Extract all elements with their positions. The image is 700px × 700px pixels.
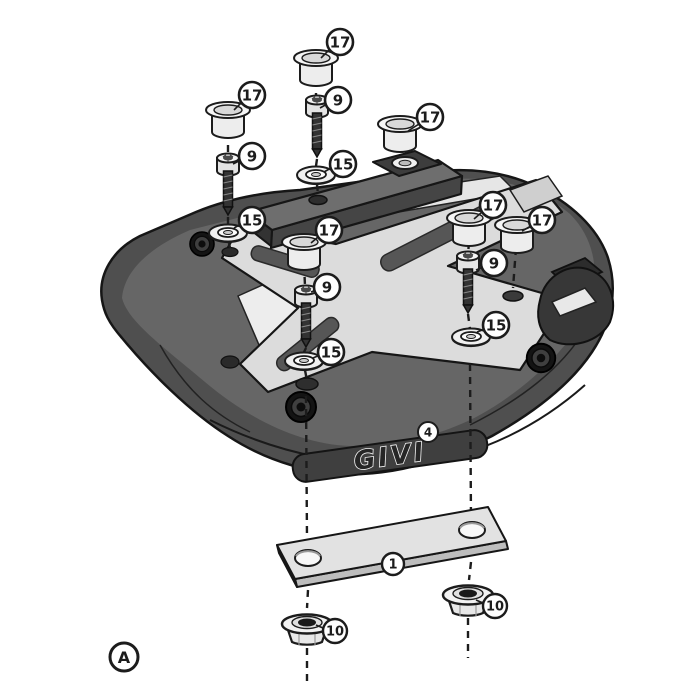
cover-cap (205, 101, 251, 139)
callout-label-15: 15 (321, 343, 342, 361)
callout-15: 15 (476, 310, 511, 340)
plate-hole-left (221, 246, 239, 258)
callout-17: 17 (521, 205, 557, 235)
callout-17: 17 (320, 27, 355, 59)
callout-10: 10 (475, 592, 509, 620)
callout-9: 9 (475, 248, 509, 278)
callout-17: 17 (233, 80, 267, 111)
callout-label-10: 10 (326, 625, 344, 640)
cover-cap (377, 115, 423, 153)
callout-label-15: 15 (242, 211, 263, 229)
backing-bar-hole-right-shadow (459, 522, 485, 529)
callout-A: A (108, 641, 140, 673)
callout-9: 9 (310, 272, 342, 302)
callout-9: 9 (319, 85, 353, 115)
callout-15: 15 (233, 205, 267, 235)
callout-15: 15 (312, 337, 346, 367)
callout-label-15: 15 (333, 155, 354, 173)
callout-label-17: 17 (483, 196, 504, 214)
backing-bar-hole-left-shadow (295, 550, 321, 557)
callout-15: 15 (323, 149, 358, 179)
callout-label-4: 4 (424, 425, 432, 439)
callout-label-15: 15 (486, 316, 507, 334)
plate-hole-small (220, 355, 240, 369)
callout-label-A: A (118, 648, 131, 667)
cross-hole-east (502, 290, 524, 302)
callout-label-17: 17 (532, 211, 553, 229)
cross-tip-pad (508, 175, 564, 213)
callout-9: 9 (232, 141, 267, 171)
plate-hole-center (295, 377, 319, 391)
backing-bar-hole-left (294, 549, 322, 567)
callout-label-9: 9 (333, 91, 343, 109)
bumper-bottom-center (285, 391, 317, 423)
callout-1: 1 (380, 551, 406, 577)
bumper-right (525, 342, 557, 374)
callout-label-9: 9 (322, 278, 332, 296)
callout-label-17: 17 (420, 108, 441, 126)
backing-bar-top (276, 506, 507, 580)
callout-label-1: 1 (388, 558, 397, 573)
callout-layer: 17 9 17 9 17 15 15 17 17 17 9 9 15 15 4 1 10 10A (108, 27, 557, 673)
callout-label-9: 9 (489, 254, 499, 272)
cover-cap (293, 49, 339, 87)
callout-label-17: 17 (330, 33, 351, 51)
callout-label-9: 9 (247, 147, 257, 165)
backing-bar-hole-right (458, 521, 486, 539)
callout-10: 10 (315, 617, 349, 645)
callout-4: 4 (417, 421, 439, 443)
callout-17: 17 (310, 215, 344, 245)
plate-seam-left (159, 344, 251, 433)
callout-label-10: 10 (486, 600, 504, 615)
callout-17: 17 (407, 102, 445, 132)
rail-screw-hole (308, 194, 328, 206)
callout-label-17: 17 (242, 86, 263, 104)
rail-boss-hole (398, 159, 412, 167)
callout-17: 17 (473, 190, 508, 220)
latch-face (550, 287, 598, 317)
callout-label-17: 17 (319, 221, 340, 239)
